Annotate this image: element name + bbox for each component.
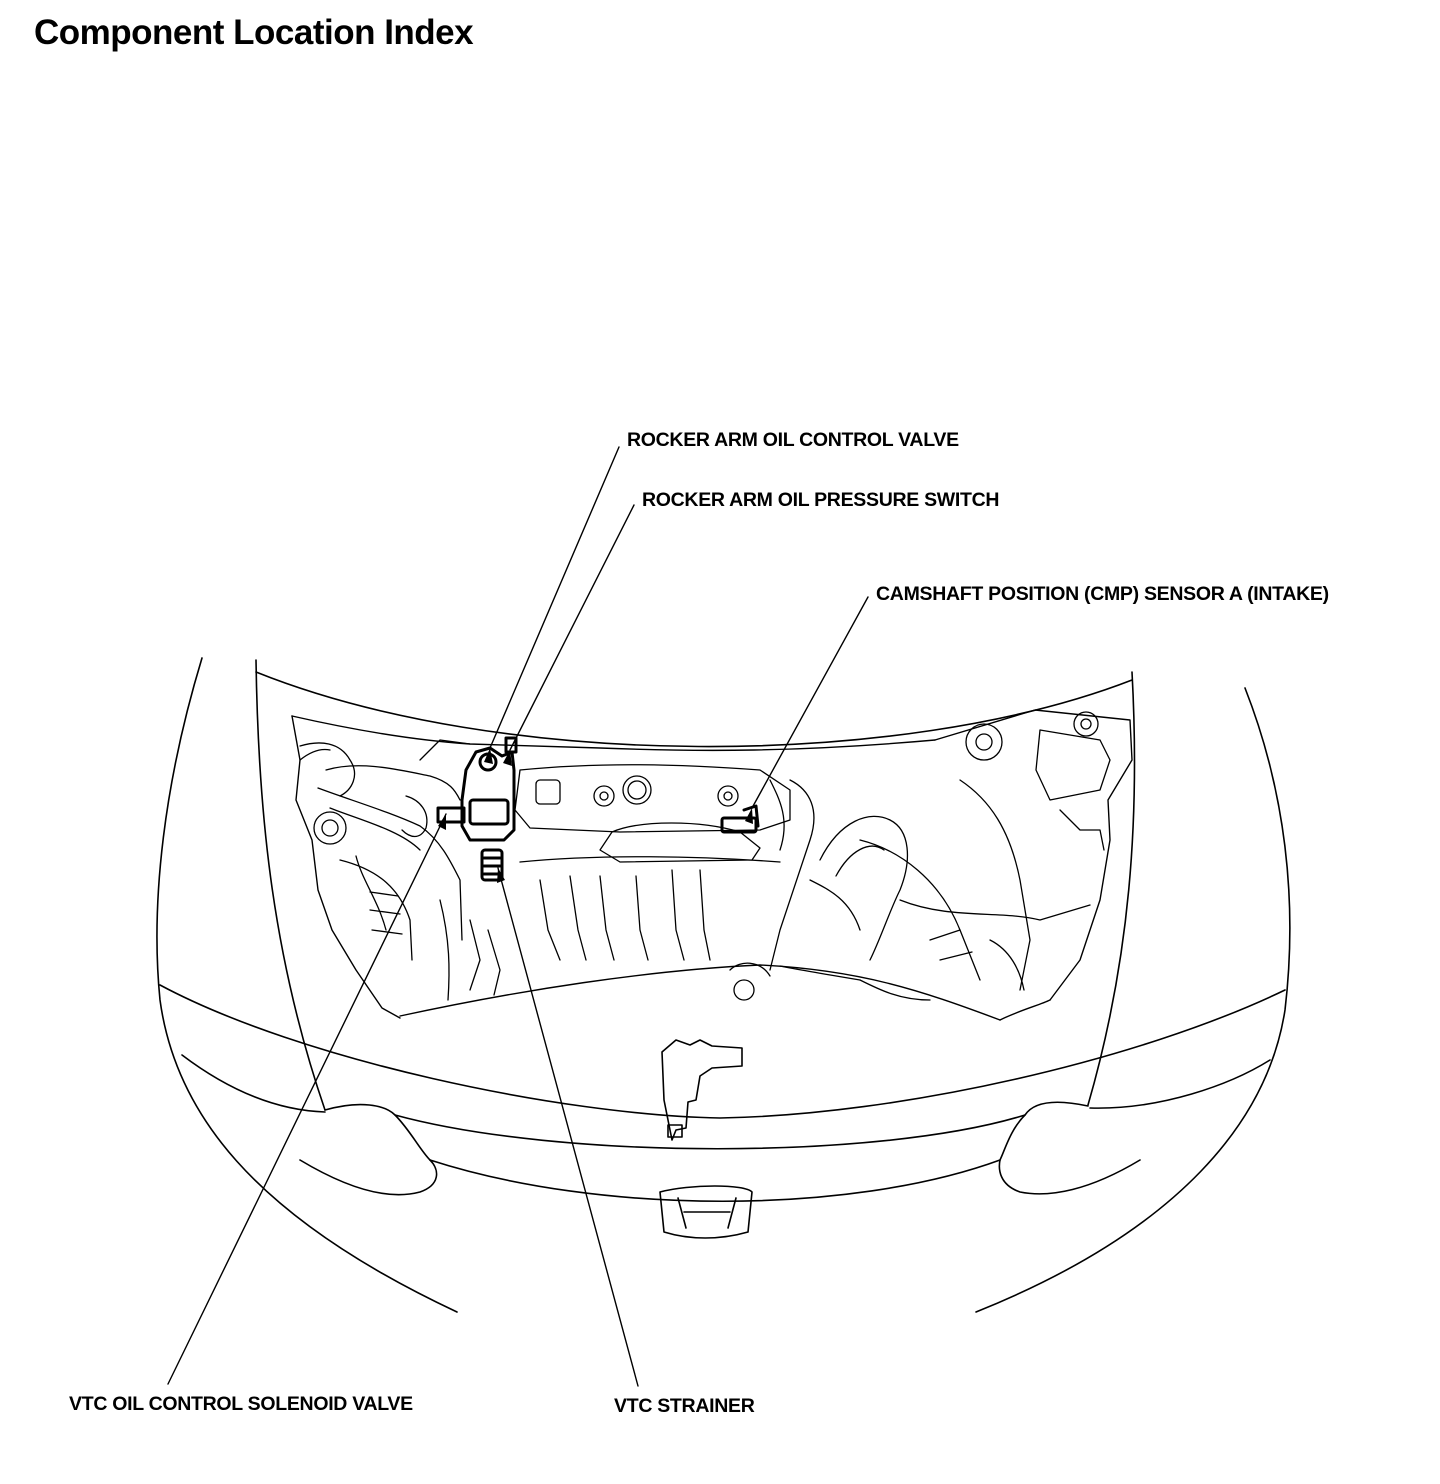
- highlighted-components: [436, 736, 760, 882]
- hood-latch: [661, 1039, 743, 1141]
- engine-head: [514, 764, 791, 1001]
- leader-vtc-strainer: [497, 867, 639, 1387]
- engine-bay-frame: [291, 709, 1133, 1021]
- car-body-outline: [156, 657, 1291, 1313]
- front-bumper-outline: [159, 984, 1286, 1202]
- h-emblem: [659, 1185, 753, 1239]
- leader-lines: [167, 446, 869, 1387]
- callout-rocker-arm-oil-control-valve: ROCKER ARM OIL CONTROL VALVE: [627, 429, 959, 451]
- callout-camshaft-position-sensor-a: CAMSHAFT POSITION (CMP) SENSOR A (INTAKE…: [876, 583, 1329, 605]
- callout-rocker-arm-oil-pressure-switch: ROCKER ARM OIL PRESSURE SWITCH: [642, 489, 1000, 511]
- leader-arrowheads: [438, 748, 753, 883]
- right-bay-components: [769, 711, 1111, 1001]
- leader-cmp-sensor: [751, 596, 869, 809]
- leader-vtc-oil-control-solenoid: [167, 813, 447, 1385]
- cmp-sensor-part: [720, 816, 758, 834]
- callout-vtc-oil-control-solenoid-valve: VTC OIL CONTROL SOLENOID VALVE: [69, 1393, 413, 1415]
- leader-rocker-arm-oil-control-valve: [489, 446, 620, 749]
- vtc-strainer-part: [480, 848, 504, 882]
- left-bay-components: [299, 739, 501, 1001]
- callout-vtc-strainer: VTC STRAINER: [614, 1395, 755, 1417]
- leader-rocker-arm-oil-pressure-switch: [509, 504, 635, 751]
- page-title: Component Location Index: [34, 13, 474, 52]
